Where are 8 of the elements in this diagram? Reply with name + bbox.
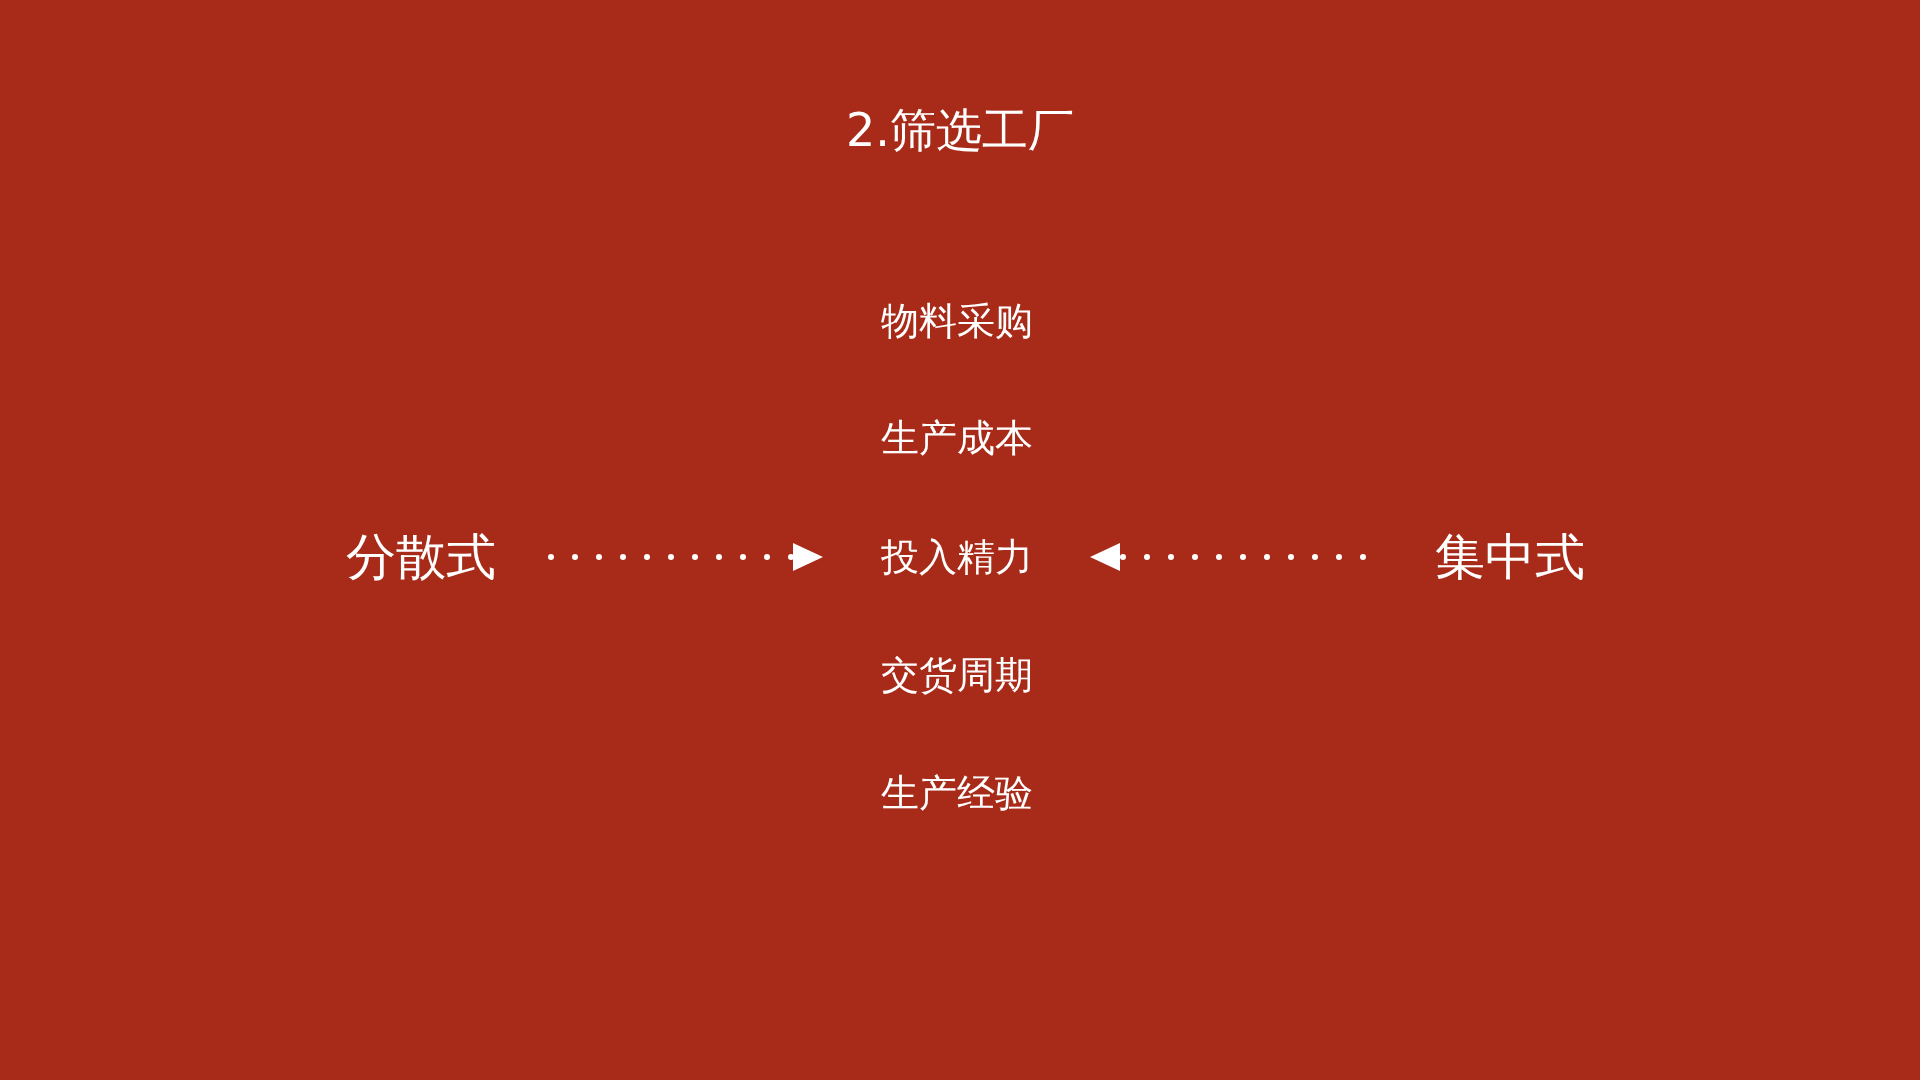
label-text: 交货周期 xyxy=(880,651,1033,699)
title: 2.筛选工厂 xyxy=(845,102,1075,159)
label-text: 分散式 xyxy=(346,526,496,588)
label-text: 生产经验 xyxy=(880,769,1033,817)
label-text: 集中式 xyxy=(1435,526,1585,588)
label-text: 投入精力 xyxy=(880,533,1033,581)
label-text: 生产成本 xyxy=(880,414,1033,462)
label-text: 物料采购 xyxy=(880,297,1033,345)
